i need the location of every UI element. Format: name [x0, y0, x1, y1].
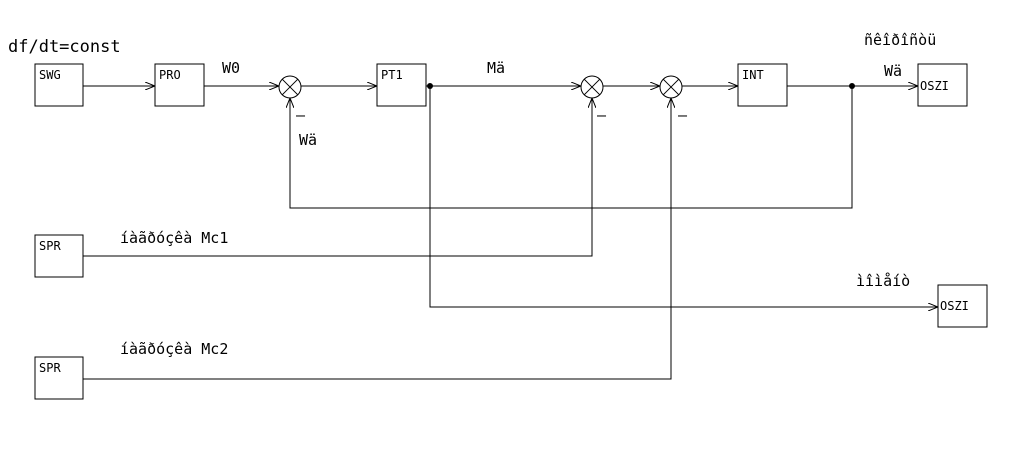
wire-moment-oszi — [429, 86, 937, 307]
int-block[interactable]: INT — [737, 63, 788, 107]
oszi-speed-block[interactable]: OSZI — [917, 63, 968, 107]
minus-sign-3: — — [678, 106, 688, 124]
w0-label: W0 — [222, 59, 240, 77]
load2-label: íàãðóçêà Mc2 — [120, 340, 228, 358]
summing-junction-3 — [659, 75, 683, 99]
moment-title-label: ìîìåíò — [856, 272, 910, 290]
oszi-moment-block[interactable]: OSZI — [937, 284, 988, 328]
wire-speed-feedback — [290, 86, 853, 209]
oszi-moment-block-label: OSZI — [940, 299, 969, 313]
spr-block-2[interactable]: SPR — [34, 356, 84, 400]
pro-block-label: PRO — [159, 68, 181, 82]
wa-feedback-label: Wä — [299, 131, 317, 149]
pt1-block[interactable]: PT1 — [376, 63, 427, 107]
int-block-label: INT — [742, 68, 764, 82]
ma-label: Mä — [487, 59, 505, 77]
minus-sign-2: — — [597, 106, 607, 124]
pro-block[interactable]: PRO — [154, 63, 205, 107]
summing-junction-2 — [580, 75, 604, 99]
spr-block-1-label: SPR — [39, 239, 61, 253]
swg-block-label: SWG — [39, 68, 61, 82]
minus-sign-1: — — [296, 106, 306, 124]
wa-output-label: Wä — [884, 62, 902, 80]
load1-label: íàãðóçêà Mc1 — [120, 229, 228, 247]
spr-block-1[interactable]: SPR — [34, 234, 84, 278]
wire-load1 — [83, 99, 592, 257]
spr-block-2-label: SPR — [39, 361, 61, 375]
pt1-block-label: PT1 — [381, 68, 403, 82]
summing-junction-1 — [278, 75, 302, 99]
speed-title-label: ñêîðîñòü — [864, 31, 936, 49]
wire-load2 — [83, 99, 671, 380]
swg-block[interactable]: SWG — [34, 63, 84, 107]
oszi-speed-block-label: OSZI — [920, 79, 949, 93]
input-rate-label: df/dt=const — [8, 37, 121, 57]
